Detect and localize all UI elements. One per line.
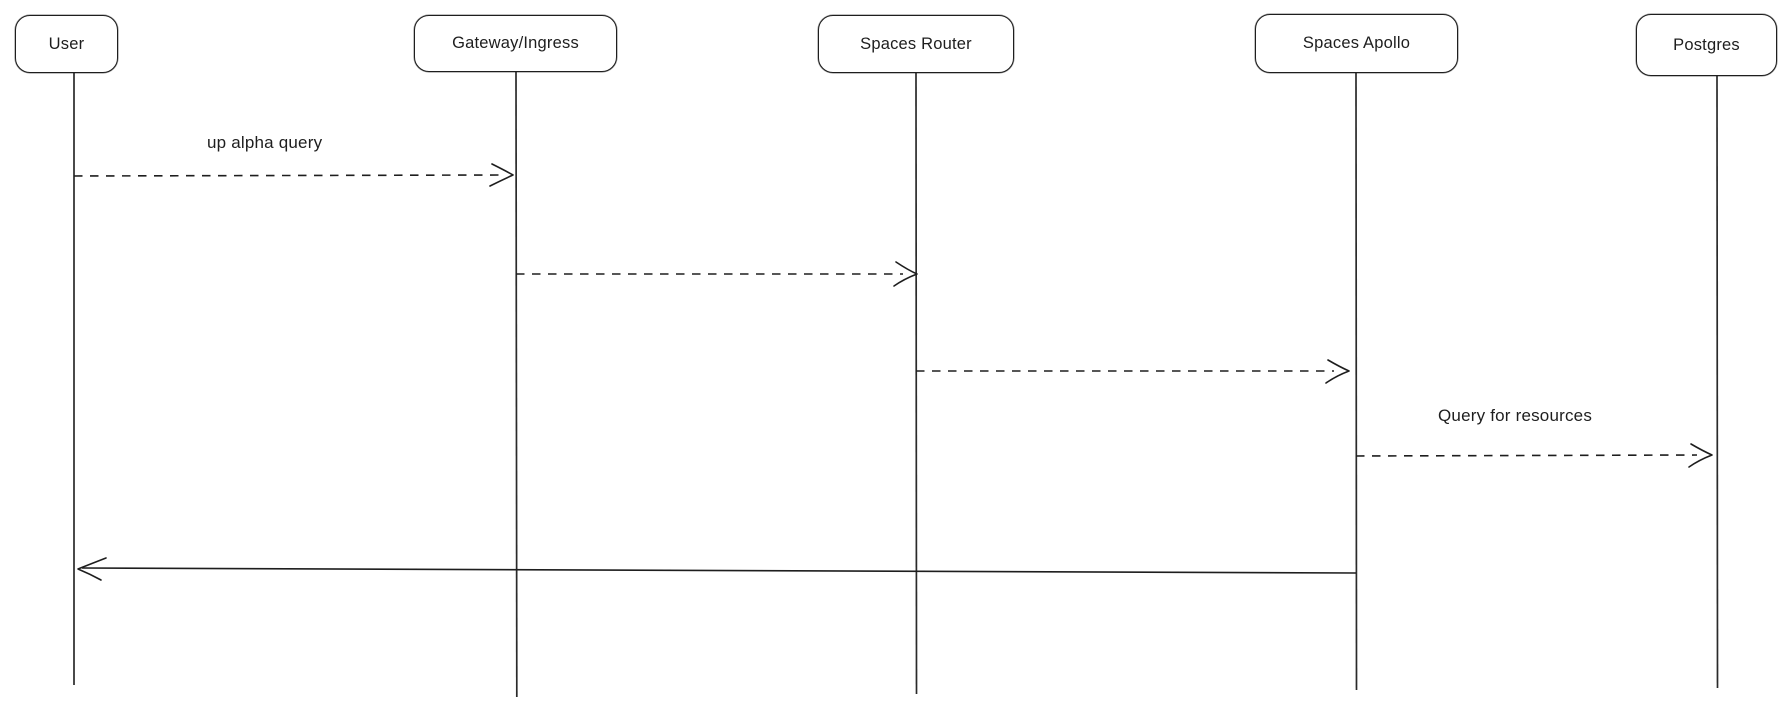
arrowhead-left-5 <box>77 557 107 581</box>
arrowhead-right-1 <box>489 163 514 187</box>
arrowhead-right-2 <box>893 261 918 287</box>
actor-box-postgres: Postgres <box>1636 14 1777 76</box>
actor-box-user: User <box>15 15 118 73</box>
actor-label-spaces-router: Spaces Router <box>860 34 972 53</box>
actor-box-spaces-apollo: Spaces Apollo <box>1255 14 1458 73</box>
actor-box-spaces-router: Spaces Router <box>818 15 1014 73</box>
actor-box-gateway-ingress: Gateway/Ingress <box>414 15 617 72</box>
actor-label-gateway-ingress: Gateway/Ingress <box>452 34 579 52</box>
lifeline-spaces-router <box>915 72 918 695</box>
lifeline-spaces-apollo <box>1355 72 1358 691</box>
arrowhead-right-4 <box>1688 443 1713 468</box>
actor-label-spaces-apollo: Spaces Apollo <box>1302 34 1411 52</box>
lifeline-postgres <box>1716 75 1719 689</box>
message-arrow-apollo-to-user <box>81 567 1357 574</box>
actor-label-postgres: Postgres <box>1673 35 1740 54</box>
actor-label-user: User <box>48 34 85 53</box>
message-label-up-alpha-query: up alpha query <box>207 133 323 152</box>
message-arrow-apollo-to-postgres <box>1355 454 1698 457</box>
message-label-query-for-resources: Query for resources <box>1438 406 1593 425</box>
lifeline-gateway-ingress <box>515 71 518 698</box>
arrowhead-right-3 <box>1325 359 1350 384</box>
message-arrow-user-to-gateway <box>73 174 501 177</box>
